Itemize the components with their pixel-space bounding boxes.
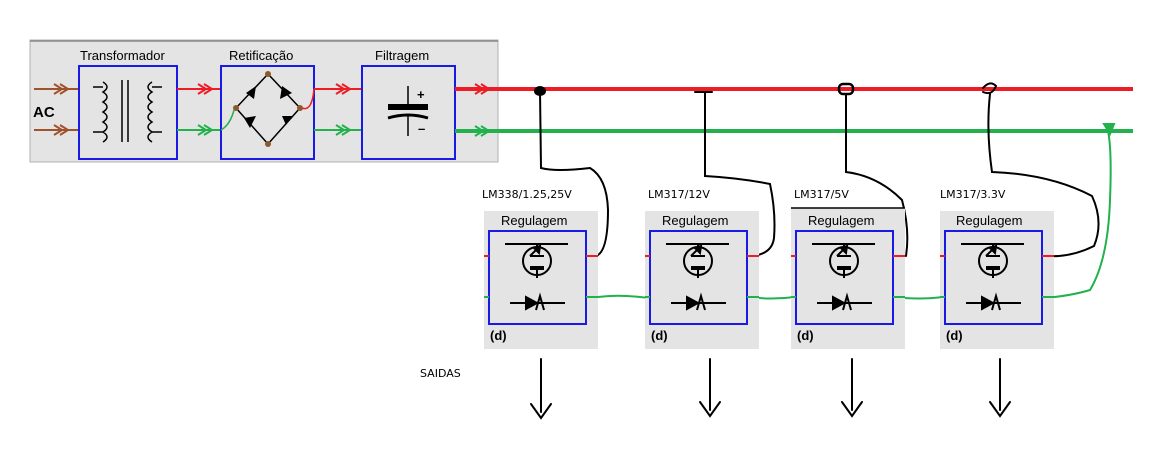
transistor-icon	[666, 243, 729, 278]
regulator-title: Regulagem	[501, 213, 568, 228]
regulator-title: Regulagem	[956, 213, 1023, 228]
bridge-rectifier-icon	[220, 71, 315, 147]
regulator-tag: (d)	[490, 328, 507, 343]
regulator-name: LM338/1.25,25V	[482, 188, 572, 201]
filter-block: + –	[361, 65, 456, 160]
ac-input-wires	[34, 83, 78, 136]
transistor-icon	[505, 243, 568, 278]
transistor-icon	[812, 243, 875, 278]
capacitor-icon: + –	[387, 86, 429, 136]
regulator-1: LM338/1.25,25V Regulagem (d)	[482, 188, 598, 349]
down-arrow-icon	[989, 358, 1011, 418]
zener-diode-icon	[817, 292, 872, 311]
regulator-2: LM317/12V Regulagem (d)	[645, 188, 759, 349]
connector-transformer-rectifier	[177, 83, 221, 136]
regulator-title: Regulagem	[808, 213, 875, 228]
output-arrows	[530, 358, 1011, 420]
down-arrow-icon	[699, 358, 721, 418]
svg-text:–: –	[418, 121, 425, 136]
transistor-icon	[961, 243, 1024, 278]
regulator-3: LM317/5V Regulagem (d)	[791, 188, 905, 349]
regulator-tag: (d)	[946, 328, 963, 343]
outputs-label: SAIDAS	[420, 367, 461, 380]
regulator-name: LM317/12V	[648, 188, 710, 201]
zener-diode-icon	[510, 292, 565, 311]
hand-drawn-wires	[534, 82, 1116, 258]
transformer-icon	[93, 80, 162, 143]
connector-rectifier-filter	[314, 83, 362, 136]
stage-title-transformer: Transformador	[80, 48, 165, 63]
transformer-block	[78, 65, 178, 160]
regulator-name: LM317/3.3V	[940, 188, 1006, 201]
zener-diode-icon	[671, 292, 726, 311]
regulator-tag: (d)	[651, 328, 668, 343]
regulator-title: Regulagem	[662, 213, 729, 228]
rectifier-block	[220, 65, 315, 160]
regulator-tag: (d)	[797, 328, 814, 343]
down-arrow-icon	[530, 358, 552, 420]
stage-title-filter: Filtragem	[375, 48, 429, 63]
stage-title-rectifier: Retificação	[229, 48, 293, 63]
down-arrow-icon	[841, 358, 863, 418]
zener-diode-icon	[966, 292, 1021, 311]
regulator-name: LM317/5V	[794, 188, 849, 201]
main-rails	[455, 83, 1133, 137]
ac-input-label: AC	[33, 104, 55, 121]
regulator-4: LM317/3.3V Regulagem (d)	[940, 188, 1054, 349]
svg-text:+: +	[417, 87, 425, 102]
